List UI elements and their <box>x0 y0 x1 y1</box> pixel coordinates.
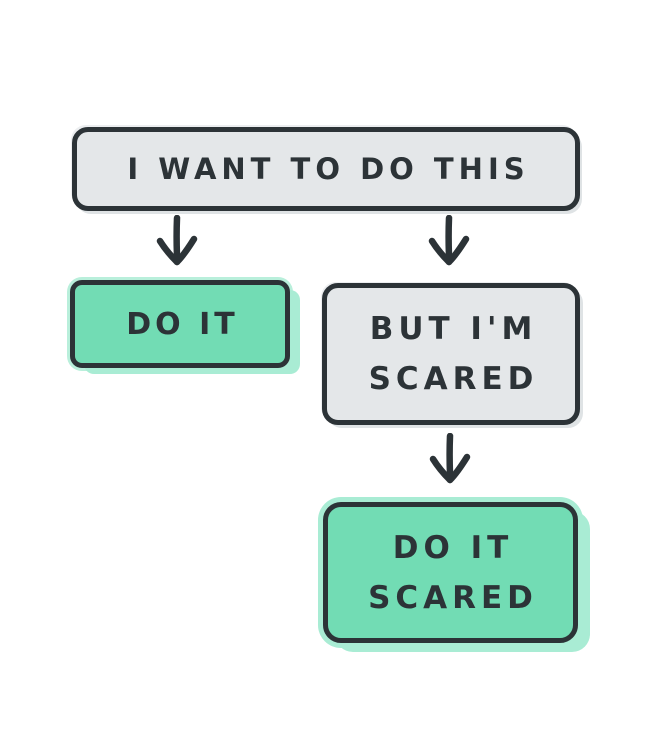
node-do-it: DO IT <box>70 280 290 368</box>
node-label-line-2: SCARED <box>368 361 539 397</box>
arrow-down-icon <box>428 215 470 266</box>
arrow-down-icon <box>429 433 471 484</box>
node-label: I WANT TO DO THIS <box>127 152 530 186</box>
arrow-down-icon <box>156 215 198 266</box>
node-label-line-1: DO IT <box>392 529 514 566</box>
node-i-want-to-do-this: I WANT TO DO THIS <box>72 127 580 211</box>
node-label-line-1: BUT I'M <box>369 311 538 347</box>
node-but-im-scared: BUT I'M SCARED <box>322 283 580 425</box>
node-do-it-scared: DO IT SCARED <box>323 502 578 643</box>
node-label-line-2: SCARED <box>368 579 538 616</box>
node-label: DO IT <box>126 306 239 342</box>
